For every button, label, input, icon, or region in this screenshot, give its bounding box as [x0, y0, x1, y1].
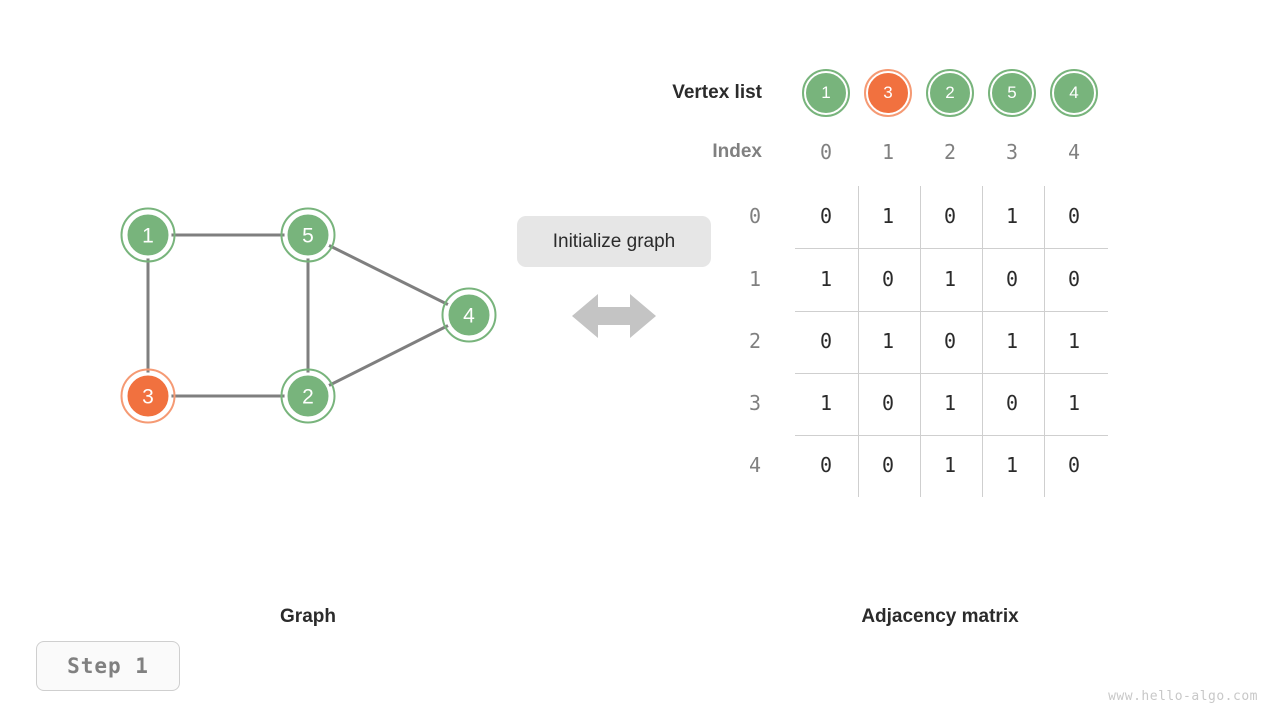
graph-node: 4	[441, 287, 497, 343]
matrix-gridline-horizontal	[795, 435, 1108, 436]
transform-block: Initialize graph	[517, 216, 711, 342]
vertex-chip-label: 1	[821, 83, 831, 102]
matrix-cell: 0	[881, 453, 895, 477]
graph-node-label: 3	[142, 386, 154, 409]
vertex-chip: 2	[926, 69, 974, 117]
matrix-gridline-vertical	[920, 186, 921, 497]
matrix-column-header: 2	[943, 140, 957, 164]
matrix-cell: 1	[819, 391, 833, 415]
matrix-cell: 1	[943, 267, 957, 291]
graph-panel: 1 5 4 3 2	[0, 0, 520, 560]
graph-node: 1	[120, 207, 176, 263]
matrix-row-header: 0	[748, 204, 762, 228]
graph-node: 5	[280, 207, 336, 263]
graph-node-body	[284, 211, 332, 259]
matrix-cell: 0	[1067, 267, 1081, 291]
graph-edge	[307, 233, 470, 317]
matrix-row-header: 4	[748, 453, 762, 477]
vertex-chip-label: 2	[945, 83, 955, 102]
matrix-cell: 1	[943, 391, 957, 415]
matrix-gridline-vertical	[982, 186, 983, 497]
matrix-cell: 1	[881, 329, 895, 353]
index-row-label: Index	[712, 141, 762, 162]
matrix-cell: 0	[1005, 267, 1019, 291]
graph-node: 3	[120, 368, 176, 424]
matrix-column-header: 3	[1005, 140, 1019, 164]
graph-node-body	[445, 291, 493, 339]
vertex-list-label: Vertex list	[672, 82, 762, 103]
matrix-cell: 1	[881, 204, 895, 228]
matrix-cell: 0	[819, 329, 833, 353]
graph-node-body	[124, 372, 172, 420]
vertex-chip-label: 5	[1007, 83, 1017, 102]
matrix-cell: 0	[1067, 453, 1081, 477]
matrix-cell: 0	[1067, 204, 1081, 228]
graph-node-ring	[120, 368, 176, 424]
graph-node-layer: 1 5 4 3 2	[120, 207, 497, 424]
graph-node-body	[124, 211, 172, 259]
matrix-cell: 1	[1067, 391, 1081, 415]
matrix-gridline-horizontal	[795, 311, 1108, 312]
vertex-chip-label: 4	[1069, 83, 1079, 102]
graph-node-ring	[441, 287, 497, 343]
matrix-column-header: 4	[1067, 140, 1081, 164]
matrix-cell: 0	[881, 267, 895, 291]
graph-node-ring	[280, 368, 336, 424]
graph-node-label: 1	[142, 225, 154, 248]
vertex-chip: 1	[802, 69, 850, 117]
matrix-cell: 0	[943, 204, 957, 228]
vertex-chip: 4	[1050, 69, 1098, 117]
watermark: www.hello-algo.com	[1108, 689, 1258, 704]
matrix-cell: 0	[819, 453, 833, 477]
vertex-chip: 5	[988, 69, 1036, 117]
matrix-column-header: 0	[819, 140, 833, 164]
matrix-gridline-horizontal	[795, 373, 1108, 374]
matrix-cell: 0	[943, 329, 957, 353]
graph-node-label: 4	[463, 305, 475, 328]
vertex-chip-label: 3	[883, 83, 893, 102]
matrix-cell: 1	[819, 267, 833, 291]
matrix-cell: 1	[1005, 204, 1019, 228]
graph-edge	[307, 313, 470, 398]
graph-node-ring	[280, 207, 336, 263]
graph-node-ring	[120, 207, 176, 263]
vertex-chip: 3	[864, 69, 912, 117]
graph-edge-layer	[146, 233, 470, 398]
matrix-cell: 1	[1005, 453, 1019, 477]
matrix-cell: 1	[1067, 329, 1081, 353]
graph-node-body	[284, 372, 332, 420]
graph-svg: 1 5 4 3 2	[120, 207, 497, 424]
matrix-cell: 1	[943, 453, 957, 477]
graph-node-label: 2	[302, 386, 314, 409]
matrix-caption: Adjacency matrix	[861, 606, 1019, 627]
matrix-gridline-horizontal	[795, 248, 1108, 249]
matrix-gridline-vertical	[858, 186, 859, 497]
matrix-row-header: 1	[748, 267, 762, 291]
double-headed-arrow-icon	[517, 290, 711, 342]
graph-caption: Graph	[280, 606, 336, 627]
step-badge: Step 1	[36, 641, 180, 691]
matrix-gridline-vertical	[1044, 186, 1045, 497]
matrix-row-header: 3	[748, 391, 762, 415]
matrix-cell: 1	[1005, 329, 1019, 353]
matrix-column-header: 1	[881, 140, 895, 164]
matrix-cell: 0	[881, 391, 895, 415]
graph-node: 2	[280, 368, 336, 424]
transform-label: Initialize graph	[517, 216, 711, 267]
matrix-row-header: 2	[748, 329, 762, 353]
matrix-cell: 0	[819, 204, 833, 228]
graph-node-label: 5	[302, 225, 314, 248]
matrix-cell: 0	[1005, 391, 1019, 415]
